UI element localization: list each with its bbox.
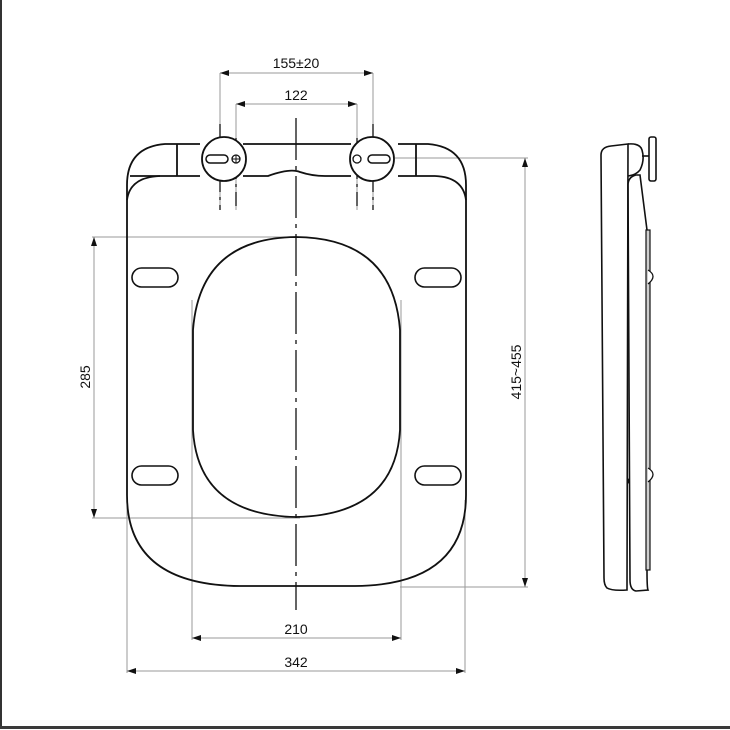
- side-view: [600, 136, 657, 592]
- dim-overall-width: 342: [284, 654, 308, 670]
- hinge-left: [201, 136, 247, 182]
- dim-inner-opening-width: 210: [284, 621, 308, 637]
- dimension-lines: [92, 72, 528, 673]
- center-lines: [219, 118, 374, 610]
- side-view-buffers: [626, 229, 654, 571]
- dim-inner-opening-length: 285: [77, 365, 93, 389]
- dimension-arrows: [91, 70, 528, 674]
- hinge-right: [349, 136, 395, 182]
- dim-hinge-inner-spacing: 122: [284, 87, 308, 103]
- dim-overall-length: 415~455: [508, 344, 524, 399]
- buffer-slots: [131, 267, 462, 486]
- frame-left-border: [0, 0, 2, 728]
- frame-bottom-border: [0, 726, 730, 729]
- dim-hinge-outer-spacing: 155±20: [273, 55, 320, 71]
- top-view: [126, 143, 467, 587]
